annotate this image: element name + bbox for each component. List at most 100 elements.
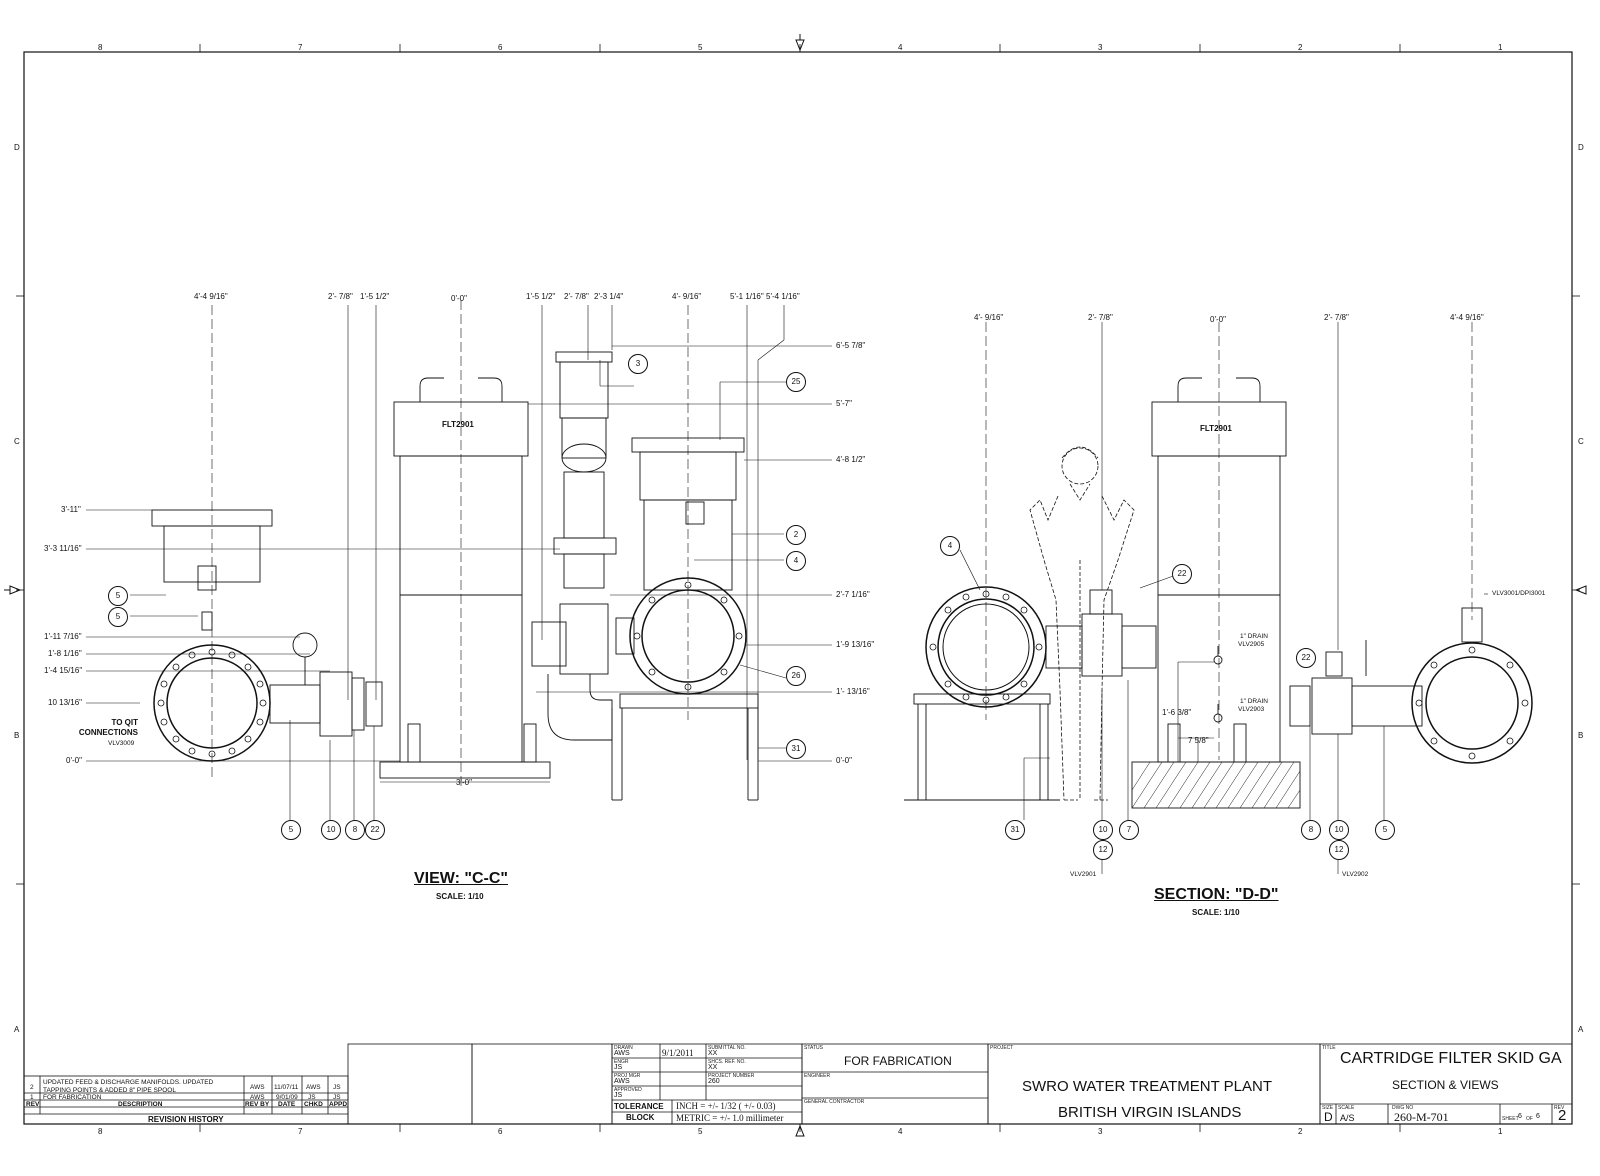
- sheet-border: [23, 51, 1573, 1125]
- rev-header-chkd: CHKD: [304, 1101, 323, 1108]
- dd-top-dim: 4'-4 9/16": [1450, 313, 1484, 322]
- tb-tolerance-label2: BLOCK: [626, 1113, 655, 1122]
- cc-bubble-2: 2: [786, 525, 806, 545]
- cc-view-title: VIEW: "C-C": [414, 870, 508, 887]
- dd-drain2-valve: VLV2903: [1238, 706, 1265, 713]
- cc-view-scale: SCALE: 1/10: [436, 892, 484, 901]
- view-cc-geometry: [86, 300, 832, 820]
- cc-bubble-26: 26: [786, 666, 806, 686]
- rev-row-appd: JS: [333, 1094, 341, 1101]
- tb-tol-inch: INCH = +/- 1/32 ( +/- 0.03): [676, 1101, 776, 1111]
- dd-bubble-5: 5: [1375, 820, 1395, 840]
- tb-sheets: 6: [1536, 1113, 1540, 1120]
- tb-of-label: OF: [1526, 1116, 1533, 1122]
- rev-row-by: AWS: [250, 1084, 265, 1091]
- rev-row-chkd: JS: [308, 1094, 316, 1101]
- zone-row-b-right: B: [1578, 731, 1584, 740]
- zone-col-4-bottom: 4: [898, 1127, 903, 1136]
- cc-connections-valve: VLV3009: [108, 740, 135, 747]
- cc-right-dim: 2'-7 1/16": [836, 590, 870, 599]
- dd-filter-tag: FLT2901: [1200, 424, 1232, 433]
- center-arrow-left: [4, 585, 22, 595]
- dd-bubble-7: 7: [1119, 820, 1139, 840]
- zone-col-2-bottom: 2: [1298, 1127, 1303, 1136]
- dd-top-dim: 0'-0": [1210, 315, 1226, 324]
- tb-engineer-label: ENGINEER: [804, 1073, 831, 1079]
- tb-tolerance-label: TOLERANCE: [614, 1102, 664, 1111]
- tb-title2: SECTION & VIEWS: [1392, 1078, 1499, 1092]
- rev-header-date: DATE: [278, 1101, 296, 1108]
- zone-col-3-top: 3: [1098, 43, 1103, 52]
- rev-header-appd: APPD: [329, 1101, 348, 1108]
- dd-bubble-22: 22: [1296, 648, 1316, 668]
- zone-col-3-bottom: 3: [1098, 1127, 1103, 1136]
- tb-dwg-label: DWG NO: [1392, 1105, 1414, 1111]
- cc-top-dim: 1'-5 1/2": [526, 292, 556, 301]
- zone-row-b-left: B: [14, 731, 20, 740]
- dd-drain2-label: 1" DRAIN: [1240, 698, 1268, 705]
- cc-filter-tag: FLT2901: [442, 420, 474, 429]
- dd-top-dim: 2'- 7/8": [1088, 313, 1113, 322]
- tb-dwg: 260-M-701: [1394, 1110, 1449, 1124]
- dd-bubble-22: 22: [1172, 564, 1192, 584]
- tb-projnum: 260: [708, 1078, 720, 1085]
- zone-col-6-bottom: 6: [498, 1127, 503, 1136]
- tb-title-label: TITLE: [1322, 1045, 1336, 1051]
- zone-col-7-bottom: 7: [298, 1127, 303, 1136]
- operator-figure: [1029, 446, 1135, 801]
- zone-col-1-bottom: 1: [1498, 1127, 1503, 1136]
- zone-col-2-top: 2: [1298, 43, 1303, 52]
- tb-size: D: [1324, 1110, 1333, 1124]
- zone-row-a-right: A: [1578, 1025, 1584, 1034]
- cc-top-dim: 0'-0": [451, 294, 467, 303]
- cc-top-dim: 4'-4 9/16": [194, 292, 228, 301]
- zone-row-d-left: D: [14, 143, 20, 152]
- tb-date: 9/1/2011: [662, 1048, 694, 1058]
- dd-bubble-31: 31: [1005, 820, 1025, 840]
- rev-header-rev: REV: [26, 1101, 40, 1108]
- dd-bubble-12: 12: [1093, 840, 1113, 860]
- tb-submittal-label: SUBMITTAL NO.: [708, 1045, 746, 1051]
- dd-bubble-8: 8: [1301, 820, 1321, 840]
- rev-row-chkd: AWS: [306, 1084, 321, 1091]
- dd-view-title: SECTION: "D-D": [1154, 886, 1279, 903]
- tb-sheet: 6: [1518, 1113, 1522, 1120]
- cc-top-dim: 4'- 9/16": [672, 292, 702, 301]
- cc-top-dim: 5'-4 1/16": [766, 292, 800, 301]
- section-dd-geometry: [904, 322, 1533, 874]
- tb-sheet-label: SHEET: [1502, 1116, 1519, 1122]
- cc-bubble-22: 22: [365, 820, 385, 840]
- cc-bottom-dim: 3'-0": [456, 778, 472, 787]
- dd-dim-b: 7 5/8": [1188, 736, 1209, 745]
- tb-drawn-label: DRAWN: [614, 1045, 633, 1051]
- dd-right-valve: VLV3001/DPI3001: [1492, 590, 1546, 597]
- rev-row-desc: TAPPING POINTS & ADDED 8" PIPE SPOOL: [43, 1087, 176, 1094]
- cc-right-dim: 0'-0": [836, 756, 852, 765]
- zone-row-c-right: C: [1578, 437, 1584, 446]
- tb-project-label: PROJECT: [990, 1045, 1014, 1051]
- cc-bubble-5: 5: [108, 607, 128, 627]
- tb-gc-label: GENERAL CONTRACTOR: [804, 1099, 865, 1105]
- tb-rev-label: REV: [1554, 1105, 1565, 1111]
- cc-right-dim: 4'-8 1/2": [836, 455, 866, 464]
- tb-project-line2: BRITISH VIRGIN ISLANDS: [1058, 1104, 1242, 1121]
- cc-top-dim: 2'- 7/8": [564, 292, 589, 301]
- tb-tol-metric: METRIC = +/- 1.0 millimeter: [676, 1113, 784, 1123]
- tb-status: FOR FABRICATION: [844, 1054, 952, 1068]
- rev-header-by: REV BY: [245, 1101, 270, 1108]
- dd-bubble-12: 12: [1329, 840, 1349, 860]
- dd-drain1-label: 1" DRAIN: [1240, 633, 1268, 640]
- rev-row-rev: 1: [30, 1094, 34, 1101]
- rev-row-date: 9/01/09: [276, 1094, 298, 1101]
- dd-top-dim: 2'- 7/8": [1324, 313, 1349, 322]
- zone-row-c-left: C: [14, 437, 20, 446]
- cc-connections-label: TO QIT CONNECTIONS: [78, 718, 138, 737]
- tb-engr: JS: [614, 1064, 623, 1071]
- zone-col-8-bottom: 8: [98, 1127, 103, 1136]
- tb-shcs-label: SHCS. REF. NO.: [708, 1059, 746, 1065]
- cc-bubble-25: 25: [786, 372, 806, 392]
- zone-row-a-left: A: [14, 1025, 20, 1034]
- zone-ticks: [16, 44, 1580, 1132]
- cc-right-dim: 1'-9 13/16": [836, 640, 875, 649]
